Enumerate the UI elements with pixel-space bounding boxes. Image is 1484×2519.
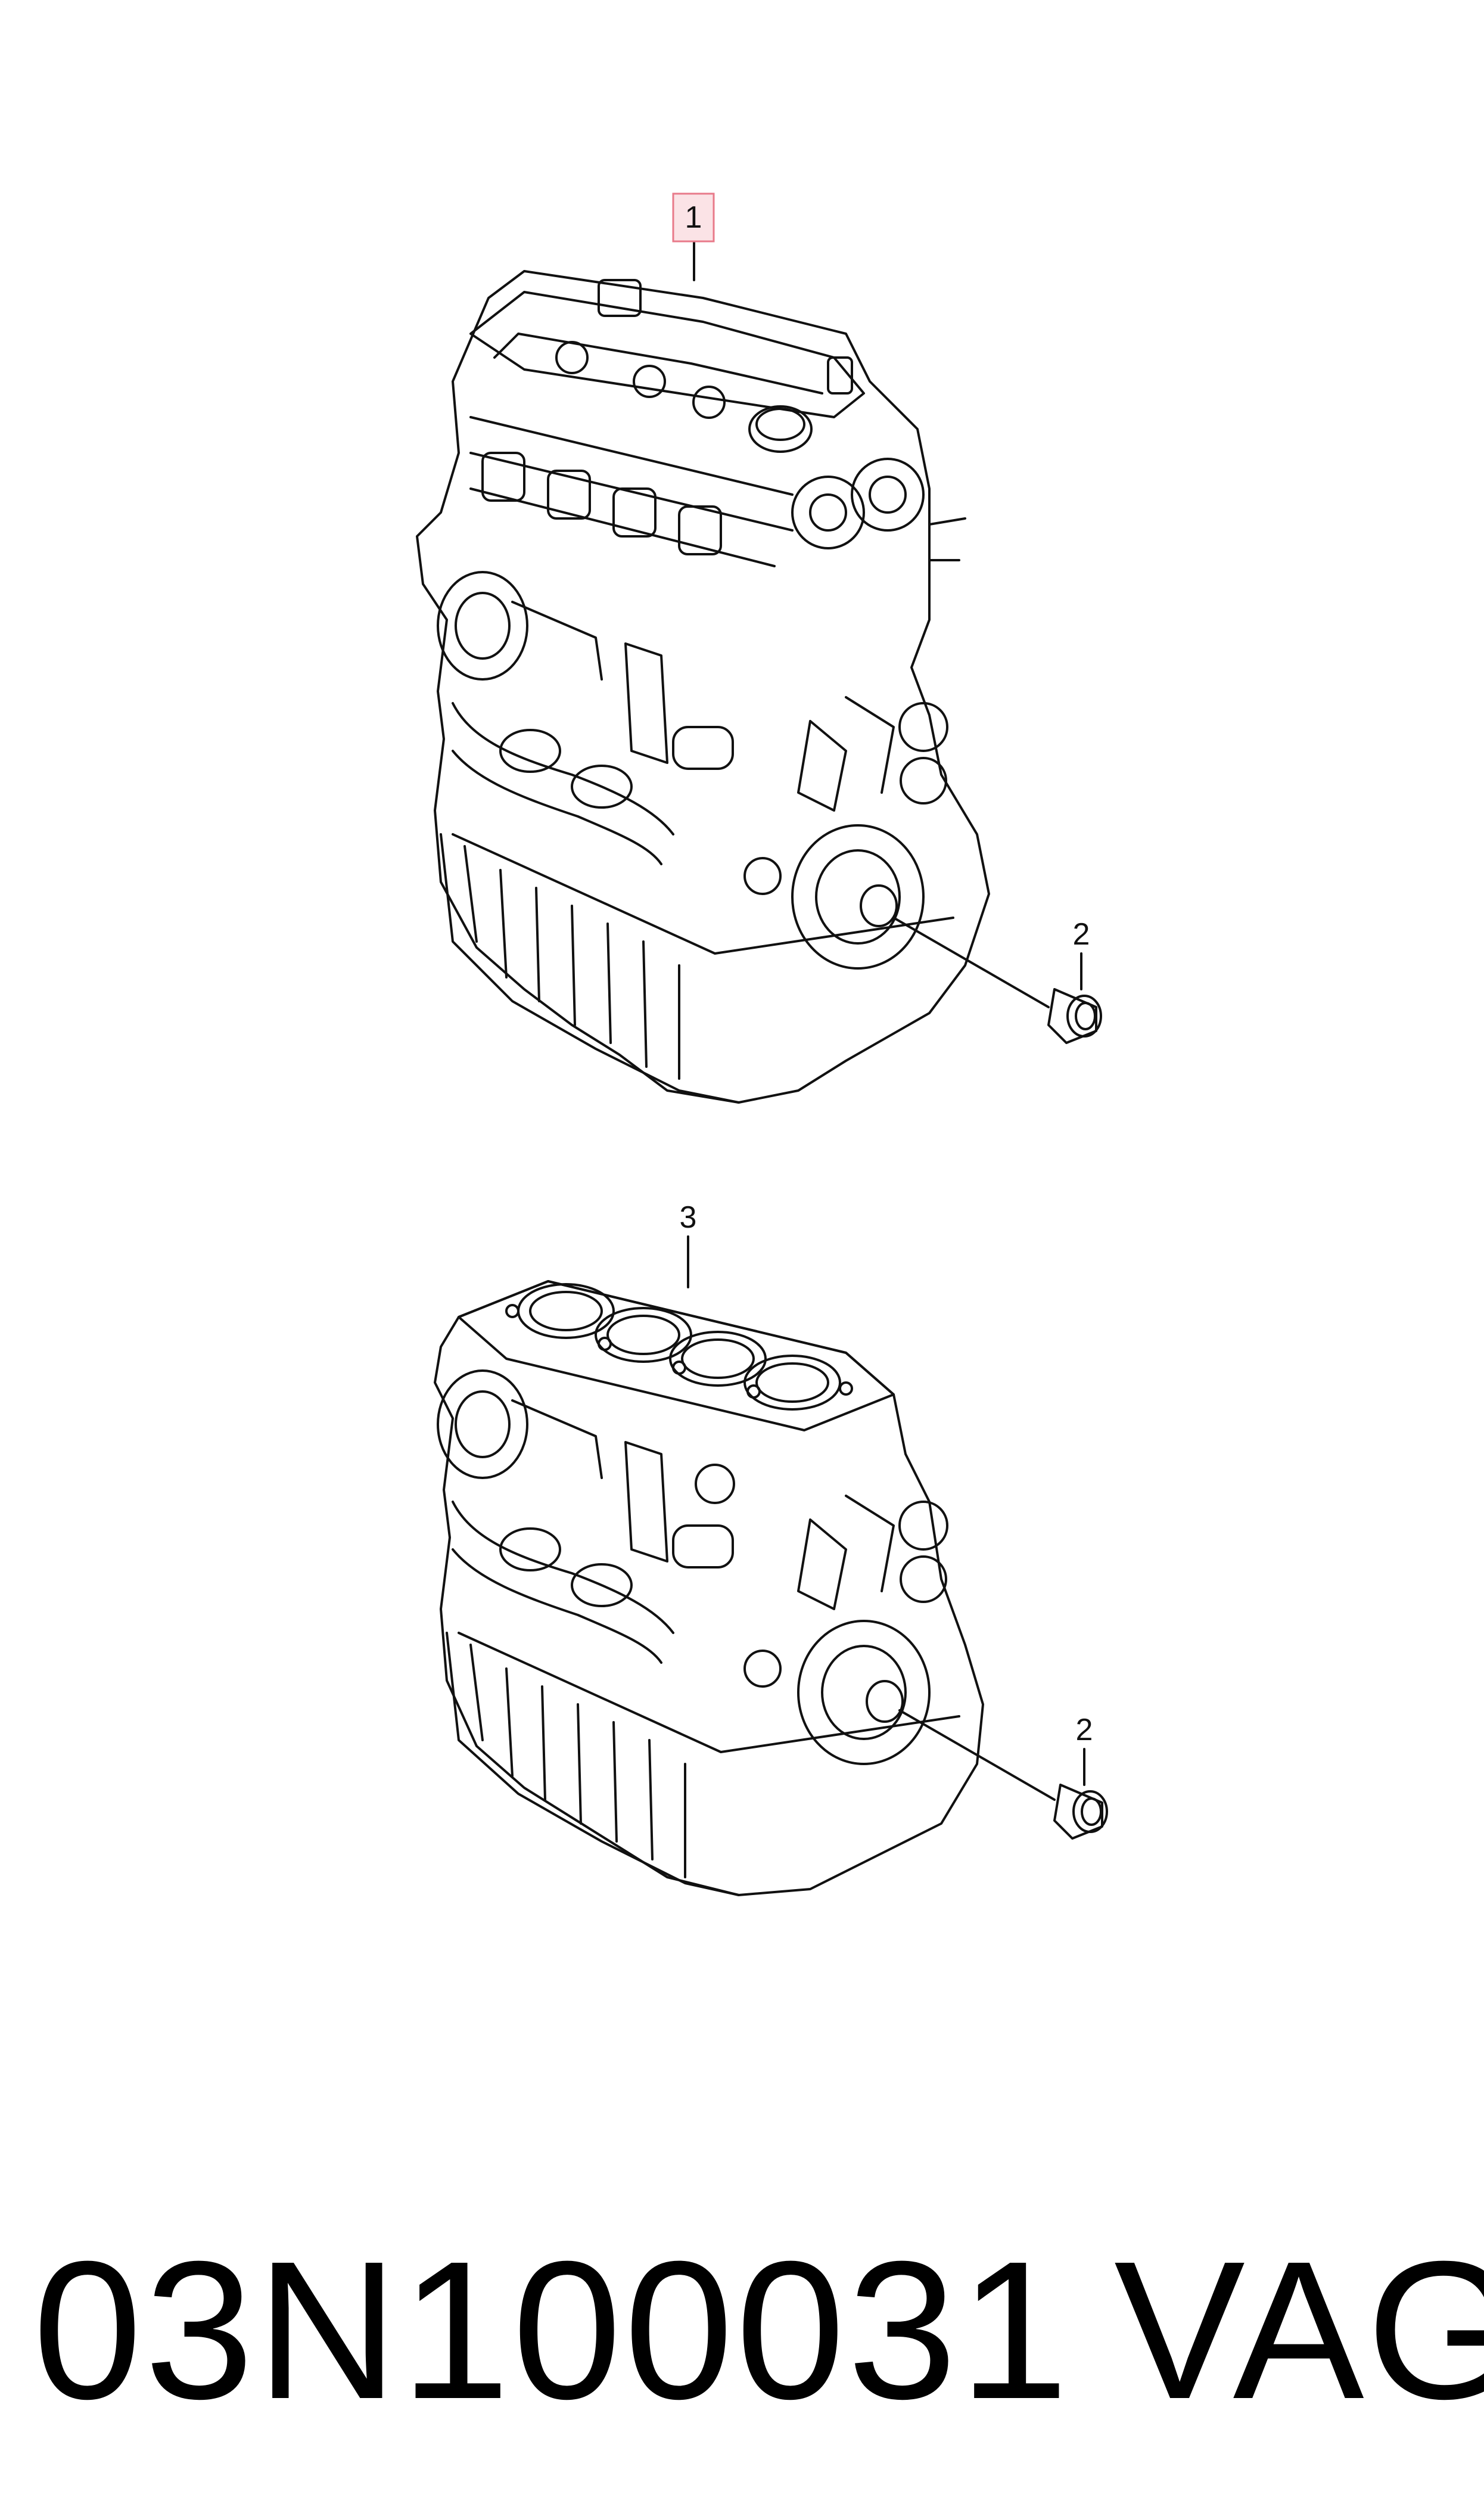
callout-1-label[interactable]: 1 <box>685 200 702 235</box>
callout-3-label[interactable]: 3 <box>680 1200 697 1235</box>
brand-name: VAG <box>1114 2220 1484 2440</box>
short-block-drawing <box>434 1235 1085 1896</box>
complete-engine-drawing <box>416 240 1082 1104</box>
callout-2-bottom-label[interactable]: 2 <box>1076 1713 1093 1747</box>
callout-1-highlight-box <box>672 192 715 243</box>
callout-2-top-label[interactable]: 2 <box>1073 917 1090 952</box>
seal-ring-drawing-top <box>1047 988 1102 1044</box>
part-number: 03N100031 <box>33 2220 1071 2440</box>
footer: 03N100031 VAG <box>0 2205 1484 2455</box>
seal-ring-drawing-bottom <box>1053 1784 1108 1840</box>
exploded-parts-diagram: 1 2 3 2 <box>416 192 1108 1896</box>
